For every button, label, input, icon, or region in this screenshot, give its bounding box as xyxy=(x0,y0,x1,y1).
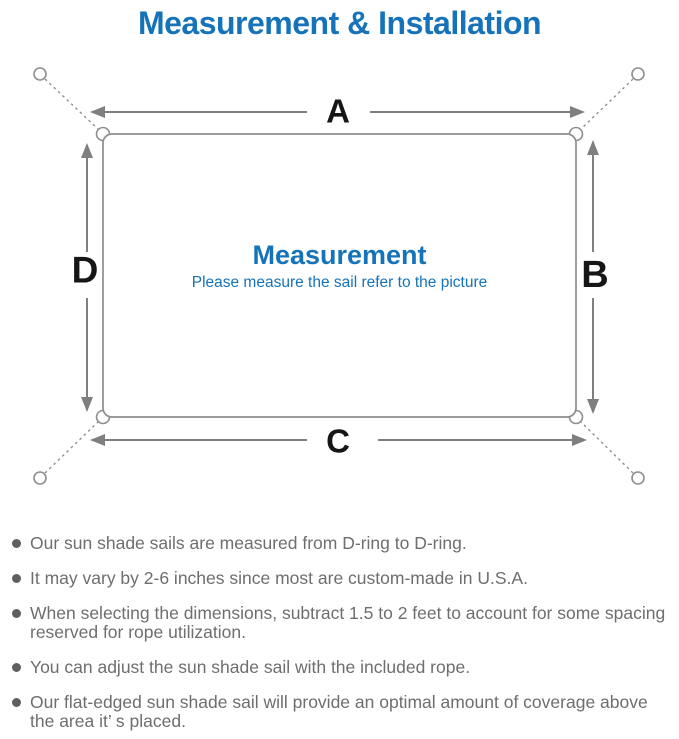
dimension-label-a: A xyxy=(326,92,350,130)
rope-dashed-line xyxy=(44,78,99,130)
dimension-label-d: D xyxy=(71,249,99,291)
anchor-ring-icon xyxy=(631,471,645,485)
diagram-heading: Measurement xyxy=(252,240,427,270)
bullet-icon xyxy=(12,609,21,618)
list-item: Our sun shade sails are measured from D-… xyxy=(12,534,675,553)
note-text: Our flat-edged sun shade sail will provi… xyxy=(30,692,648,731)
note-text: Our sun shade sails are measured from D-… xyxy=(30,533,467,553)
list-item: You can adjust the sun shade sail with t… xyxy=(12,658,675,677)
list-item: When selecting the dimensions, subtract … xyxy=(12,604,675,642)
anchor-ring-icon xyxy=(33,67,47,81)
page-title: Measurement & Installation xyxy=(137,5,542,41)
bullet-icon xyxy=(12,698,21,707)
note-text: It may vary by 2-6 inches since most are… xyxy=(30,568,528,588)
sail-diagram-canvas xyxy=(33,67,645,485)
bullet-icon xyxy=(12,663,21,672)
note-text: You can adjust the sun shade sail with t… xyxy=(30,657,471,677)
rope-dashed-line xyxy=(44,421,99,474)
notes-list: Our sun shade sails are measured from D-… xyxy=(0,534,679,731)
bullet-icon xyxy=(12,539,21,548)
diagram-subtitle: Please measure the sail refer to the pic… xyxy=(191,274,488,291)
measurement-diagram: A B C D Measurement Please measure the s… xyxy=(0,50,679,520)
bullet-icon xyxy=(12,574,21,583)
list-item: Our flat-edged sun shade sail will provi… xyxy=(12,693,675,731)
dimension-label-b: B xyxy=(581,254,609,296)
anchor-ring-icon xyxy=(631,67,645,81)
sail-rectangle xyxy=(102,133,577,418)
dimension-label-c: C xyxy=(326,422,350,460)
anchor-ring-icon xyxy=(33,471,47,485)
list-item: It may vary by 2-6 inches since most are… xyxy=(12,569,675,588)
rope-dashed-line xyxy=(580,78,634,130)
note-text: When selecting the dimensions, subtract … xyxy=(30,603,666,642)
rope-dashed-line xyxy=(580,421,634,474)
